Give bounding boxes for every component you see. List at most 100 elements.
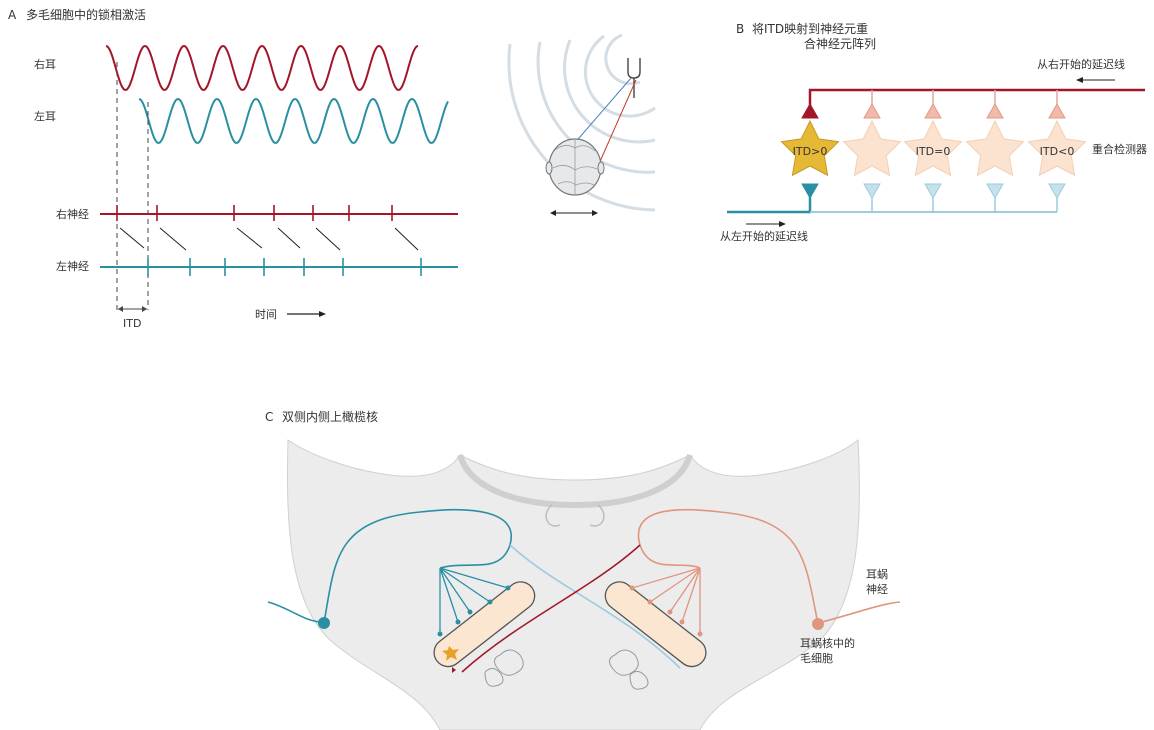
terminal-bouton [679, 619, 685, 625]
left-ear-wave [138, 97, 449, 144]
terminal-bouton [467, 609, 473, 615]
terminal-bouton [455, 619, 461, 625]
terminal-branch [439, 567, 491, 603]
midline-structure [545, 504, 605, 527]
left-ipsilateral-terminals [437, 567, 511, 637]
terminal-bouton [667, 609, 673, 615]
right-ipsilateral-axon [637, 508, 819, 625]
panel-b-title-line1: 将ITD映射到神经元重 [752, 21, 868, 36]
terminal-branch [439, 567, 471, 613]
axon-terminal [986, 183, 1004, 200]
coincidence-neuron [965, 119, 1025, 177]
right-mso-nucleus [604, 581, 707, 668]
axon-terminal [924, 102, 942, 119]
cochlear-nerve-label-1: 耳蜗 [866, 568, 888, 581]
terminal-bouton [437, 631, 443, 637]
terminal-bouton [697, 631, 703, 637]
coincidence-neuron [903, 119, 963, 177]
axon-terminal [1048, 183, 1066, 200]
spike-delay-links [119, 227, 419, 251]
axon-terminal [924, 183, 942, 200]
coincidence-neuron-label: ITD=0 [916, 145, 951, 158]
panel-a-title: 多毛细胞中的锁相激活 [26, 7, 146, 22]
left-ipsilateral-axon [323, 508, 513, 624]
hair-cell-label-2: 毛细胞 [800, 652, 833, 665]
right-ear-path [597, 79, 637, 167]
terminal-branch [649, 567, 701, 603]
panel-b-title-line2: 合神经元阵列 [804, 36, 876, 51]
right-cochlear-nerve [821, 601, 901, 623]
olivary-folds [484, 649, 649, 690]
terminal-bouton [505, 585, 511, 591]
axon-terminal [801, 183, 819, 200]
right-contralateral-axon [461, 544, 641, 673]
delay-link [119, 227, 145, 249]
panel-b-letter: B [736, 22, 744, 36]
coincidence-neuron-label: ITD>0 [793, 145, 828, 158]
head-icon [545, 138, 605, 196]
axon-terminal [801, 102, 819, 119]
right-delay-line [808, 88, 1145, 112]
terminal-branch [631, 567, 701, 589]
terminal-branch [681, 567, 701, 623]
detectors-label: 重合检测器 [1092, 142, 1147, 156]
panel-c: C 双侧内侧上橄榄核 耳蜗 神经 耳蜗核 [265, 409, 901, 730]
left-nerve-label: 左神经 [56, 259, 89, 273]
head-motion-arrow-heads [550, 210, 598, 216]
from-right-arrow-head [1076, 77, 1083, 83]
sound-rings [507, 33, 656, 212]
coincidence-neuron [1027, 119, 1087, 177]
from-left-label: 从左开始的延迟线 [720, 229, 808, 243]
right-delay-branches [801, 90, 1066, 119]
time-arrow-head [319, 311, 326, 317]
from-right-label: 从右开始的延迟线 [1037, 57, 1125, 71]
cochlear-nerve-label-2: 神经 [866, 582, 888, 596]
axon-terminal [863, 183, 881, 200]
right-ear-wave [105, 44, 419, 91]
fourth-ventricle-edge [457, 453, 693, 509]
panel-a: A 多毛细胞中的锁相激活 右耳 左耳 右神经 左神经 ITD 时间 [8, 7, 656, 330]
right-nerve-spikes [116, 205, 393, 221]
axon-terminal [863, 102, 881, 119]
coincidence-neuron [780, 119, 840, 177]
axon-terminal [986, 102, 1004, 119]
coincidence-neuron [842, 119, 902, 177]
axon-terminal [1048, 102, 1066, 119]
delay-link [159, 227, 187, 251]
terminal-bouton [487, 599, 493, 605]
contralateral-terminal [452, 667, 456, 673]
time-label: 时间 [255, 308, 277, 321]
delay-link [236, 227, 263, 249]
brainstem-outline [286, 438, 860, 730]
left-delay-branches [801, 183, 1066, 212]
itd-label: ITD [123, 317, 141, 330]
coincidence-neuron-label: ITD<0 [1040, 145, 1075, 158]
panel-b: B 将ITD映射到神经元重 合神经元阵列 从右开始的延迟线 ITD>0 ITD=0… [720, 21, 1147, 243]
terminal-bouton [629, 585, 635, 591]
terminal-branch [439, 567, 509, 589]
delay-link [315, 227, 341, 251]
from-left-arrow-head [779, 221, 786, 227]
left-cochlear-nerve [267, 601, 323, 623]
left-contralateral-axon [509, 544, 681, 669]
tuning-fork-icon [627, 58, 641, 98]
right-ear-label: 右耳 [34, 57, 56, 71]
delay-link [277, 227, 301, 249]
left-nerve-spikes [147, 258, 422, 276]
panel-c-letter: C [265, 410, 273, 424]
right-nerve-label: 右神经 [56, 207, 89, 221]
left-mso-nucleus [433, 581, 536, 668]
panel-a-letter: A [8, 8, 17, 22]
hair-cell-label-1: 耳蜗核中的 [800, 636, 855, 650]
active-coincidence-neuron [442, 646, 459, 661]
left-delay-line-dark [727, 196, 812, 214]
terminal-branch [669, 567, 701, 613]
terminal-bouton [647, 599, 653, 605]
right-ipsilateral-terminals [629, 567, 703, 637]
coincidence-detector-array: ITD>0 ITD=0 ITD<0 [780, 119, 1087, 177]
panel-c-title: 双侧内侧上橄榄核 [282, 409, 378, 424]
terminal-branch [439, 567, 459, 623]
left-ear-label: 左耳 [34, 110, 56, 123]
delay-link [394, 227, 419, 251]
